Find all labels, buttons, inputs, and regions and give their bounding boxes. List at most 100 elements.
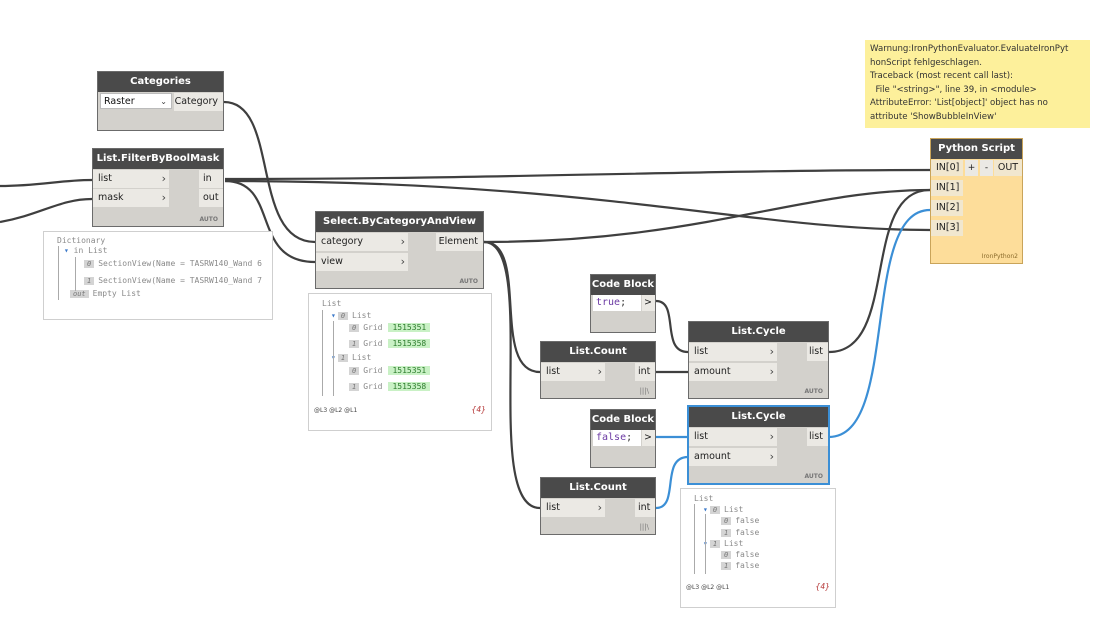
output-port-int[interactable]: int [635, 363, 655, 381]
wire-cycle2-to-python-in2[interactable] [828, 208, 931, 439]
port-label: amount [694, 451, 731, 462]
node-title: Python Script [931, 139, 1022, 159]
output-port-category[interactable]: Category [174, 93, 223, 111]
input-port-list[interactable]: list › [541, 363, 605, 381]
preview-index: 0 [721, 551, 732, 559]
lacing-indicator: |||\ [639, 387, 649, 395]
output-port-element[interactable]: Element [436, 233, 483, 251]
code-semicolon: ; [620, 297, 627, 308]
input-port-amount[interactable]: amount › [689, 363, 777, 381]
preview-type: List [724, 539, 744, 548]
add-input-button[interactable]: + [965, 160, 978, 176]
wire-filter-in-to-python-in0[interactable] [224, 168, 931, 181]
python-engine-label: IronPython2 [981, 253, 1018, 260]
input-port-list[interactable]: list › [93, 170, 169, 188]
wire-left-to-filter-mask[interactable] [0, 197, 93, 224]
list-cycle-node-2[interactable]: List.Cycle list › amount › list AUTO [688, 406, 829, 484]
preview-value: false [735, 516, 760, 525]
port-label: list [98, 173, 112, 184]
preview-key: in [73, 246, 84, 255]
preview-type: List [724, 505, 744, 514]
port-label: list [694, 431, 708, 442]
output-port-in[interactable]: in [199, 170, 223, 188]
preview-levels: @L3 @L2 @L1 [314, 407, 358, 414]
category-dropdown[interactable]: Raster ⌄ [100, 93, 172, 109]
output-port-list[interactable]: list [807, 343, 828, 361]
wire-left-to-filter-list[interactable] [0, 178, 93, 188]
input-port-in2[interactable]: IN[2] [931, 200, 963, 216]
wire-element-to-count1[interactable] [483, 240, 541, 374]
preview-value: 1515358 [388, 339, 431, 348]
input-port-mask[interactable]: mask › [93, 189, 169, 207]
python-script-node[interactable]: Python Script IN[0] IN[1] IN[2] IN[3] + … [930, 138, 1023, 264]
input-port-list[interactable]: list › [689, 428, 777, 446]
port-label: mask [98, 192, 124, 203]
list-cycle-node-1[interactable]: List.Cycle list › amount › list AUTO [688, 321, 829, 399]
port-label: list [546, 366, 560, 377]
filter-by-bool-mask-node[interactable]: List.FilterByBoolMask list › mask › in o… [92, 148, 224, 227]
node-title: List.FilterByBoolMask [93, 149, 223, 169]
code-editor[interactable]: true; [593, 295, 641, 311]
input-port-in1[interactable]: IN[1] [931, 180, 963, 196]
wire-category-to-select[interactable] [223, 100, 316, 244]
categories-node[interactable]: Categories Raster ⌄ Category [97, 71, 224, 131]
output-port[interactable]: > [642, 295, 655, 311]
preview-in-row: ▾ in List [64, 246, 108, 255]
output-port-int[interactable]: int [635, 499, 655, 517]
code-block-node-true[interactable]: Code Block true; > [590, 274, 656, 333]
node-title: List.Count [541, 478, 655, 498]
preview-type: List [88, 246, 108, 255]
chevron-right-icon: › [161, 172, 166, 185]
port-label: list [694, 346, 708, 357]
preview-index: 0 [349, 324, 360, 332]
output-port-out[interactable]: OUT [994, 160, 1022, 176]
wire-cycle1-to-python-in1[interactable] [828, 188, 931, 354]
select-by-category-and-view-node[interactable]: Select.ByCategoryAndView category › view… [315, 211, 484, 289]
chevron-right-icon: › [400, 235, 405, 248]
chevron-right-icon: › [769, 345, 774, 358]
preview-levels: @L3 @L2 @L1 [686, 584, 730, 591]
preview-root: Dictionary [57, 236, 106, 245]
output-port-out[interactable]: out [199, 189, 223, 207]
preview-value: false [735, 561, 760, 570]
input-port-in0[interactable]: IN[0] [931, 160, 963, 176]
input-port-in3[interactable]: IN[3] [931, 220, 963, 236]
wire-code1-to-cycle1-list[interactable] [655, 299, 689, 354]
code-block-node-false[interactable]: Code Block false; > [590, 409, 656, 468]
preview-count: {4} [815, 582, 830, 591]
wire-element-to-count2[interactable] [483, 240, 541, 510]
input-port-view[interactable]: view › [316, 253, 408, 271]
input-port-amount[interactable]: amount › [689, 448, 777, 466]
output-port[interactable]: > [642, 430, 655, 446]
output-port-list[interactable]: list [807, 428, 828, 446]
preview-index: 0 [84, 260, 95, 268]
preview-value: false [735, 550, 760, 559]
remove-input-button[interactable]: - [980, 160, 993, 176]
input-port-list[interactable]: list › [541, 499, 605, 517]
lacing-indicator: |||\ [639, 523, 649, 531]
input-port-category[interactable]: category › [316, 233, 408, 251]
lacing-indicator: AUTO [804, 473, 823, 480]
preview-value: Empty List [92, 289, 141, 298]
preview-type: List [352, 311, 372, 320]
node-title: Code Block [591, 410, 655, 430]
wire-element-to-python-in1[interactable] [483, 188, 931, 244]
list-count-node-2[interactable]: List.Count list › int |||\ [540, 477, 656, 535]
preview-value: false [735, 528, 760, 537]
preview-root: List [322, 299, 342, 308]
list-count-node-1[interactable]: List.Count list › int |||\ [540, 341, 656, 399]
preview-value: SectionView(Name = TASRW140_Wand 6 [98, 259, 262, 268]
preview-count: {4} [471, 405, 486, 414]
port-label: list [546, 502, 560, 513]
python-warning-tooltip: Warnung:IronPythonEvaluator.EvaluateIron… [865, 40, 1090, 128]
code-editor[interactable]: false; [593, 430, 641, 446]
input-port-list[interactable]: list › [689, 343, 777, 361]
